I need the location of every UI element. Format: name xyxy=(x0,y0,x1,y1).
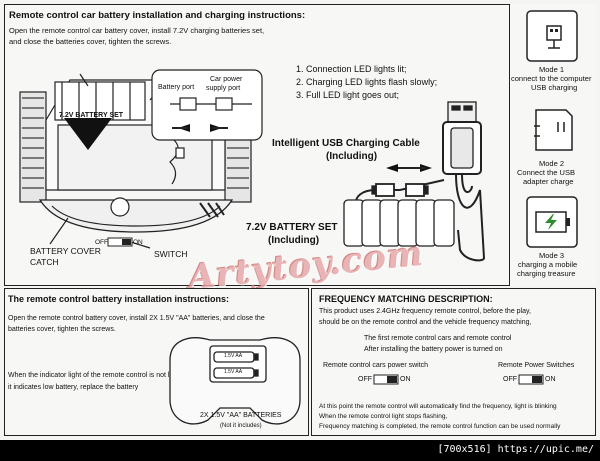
remote-switch-off: OFF xyxy=(503,376,517,383)
mode-1-line-2: connect to the computer xyxy=(511,74,592,83)
battery-cover-label-1: BATTERY COVER xyxy=(30,246,101,256)
switch-off-label: OFF xyxy=(95,239,108,246)
frequency-step-2: After installing the battery power is tu… xyxy=(364,346,503,353)
frequency-step-1: The first remote control cars and remote… xyxy=(364,335,512,342)
usb-cable-title-2: (Including) xyxy=(326,151,378,162)
led-step-1: 1. Connection LED lights lit; xyxy=(296,64,407,74)
remote-battery-title: The remote control battery installation … xyxy=(8,294,230,304)
mode-3-icon xyxy=(526,196,578,248)
remote-note-line-1: When the indicator light of the remote c… xyxy=(8,372,175,379)
remote-switch-label: Remote Power Switches xyxy=(498,362,575,369)
frequency-final-2: When the remote control light stops flas… xyxy=(319,413,448,420)
power-switches xyxy=(373,374,544,385)
car-battery-intro-1: Open the remote control car battery cove… xyxy=(9,26,265,35)
battery-port-label: Battery port xyxy=(158,84,195,91)
led-step-2: 2. Charging LED lights flash slowly; xyxy=(296,77,438,87)
mode-2-line-1: Mode 2 xyxy=(539,159,565,168)
remote-note-line-2: it indicates low battery, replace the ba… xyxy=(8,384,139,391)
car-power-port-label-1: Car power xyxy=(210,76,243,83)
remote-not-included: (Not it includes) xyxy=(220,423,262,429)
mode-1-line-3: USB charging xyxy=(531,83,578,92)
car-switch-off: OFF xyxy=(358,376,372,383)
car-battery-title: Remote control car battery installation … xyxy=(9,10,306,21)
footer-text: [700x516] https://upic.me/ xyxy=(437,444,594,455)
frequency-final-1: At this point the remote control will au… xyxy=(319,403,557,410)
car-switch-on: ON xyxy=(400,376,411,383)
usb-cable-illustration xyxy=(343,101,486,262)
led-step-3: 3. Full LED light goes out; xyxy=(296,90,400,100)
battery-set-title-1: 7.2V BATTERY SET xyxy=(246,222,338,233)
switch-label: SWITCH xyxy=(154,249,188,259)
mode-2-line-2: Connect the USB xyxy=(517,168,575,177)
remote-battery-line-2: batteries cover, tighten the screws. xyxy=(8,326,116,333)
usb-cable-title-1: Intelligent USB Charging Cable xyxy=(272,138,420,149)
frequency-panel xyxy=(311,288,596,436)
mode-1-line-1: Mode 1 xyxy=(539,65,565,74)
switch-on-label: ON xyxy=(133,239,143,246)
car-battery-intro-2: and close the batteries cover, tighten t… xyxy=(9,37,172,46)
car-power-port-label-2: supply port xyxy=(206,85,241,92)
car-switch-label: Remote control cars power switch xyxy=(323,362,429,369)
remote-cell-1-label: 1.5V AA xyxy=(224,353,243,359)
remote-batteries-label: 2X 1.5V "AA" BATTERIES xyxy=(200,412,282,419)
mode-3-line-2: charging a mobile xyxy=(518,260,578,269)
frequency-line-2: should be on the remote control and the … xyxy=(319,319,532,326)
mode-2-icon xyxy=(534,109,573,151)
frequency-title: FREQUENCY MATCHING DESCRIPTION: xyxy=(319,294,493,304)
instruction-sheet: Remote control car battery installation … xyxy=(0,0,600,440)
remote-cell-2-label: 1.5V AA xyxy=(224,369,243,375)
battery-set-small-label: 7.2V BATTERY SET xyxy=(59,112,124,119)
remote-battery-line-1: Open the remote control battery cover, i… xyxy=(8,315,265,322)
mode-1-icon xyxy=(526,10,578,62)
frequency-final-3: Frequency matching is completed, the rem… xyxy=(319,423,561,430)
battery-set-title-2: (Including) xyxy=(268,235,320,246)
remote-controller-illustration xyxy=(169,337,301,425)
battery-cover-label-2: CATCH xyxy=(30,257,59,267)
car-chassis-illustration xyxy=(19,69,263,249)
remote-switch-on: ON xyxy=(545,376,556,383)
footer-bar: [700x516] https://upic.me/ xyxy=(0,440,600,461)
frequency-line-1: This product uses 2.4GHz frequency remot… xyxy=(319,308,531,315)
mode-3-line-1: Mode 3 xyxy=(539,251,565,260)
mode-2-line-3: adapter charge xyxy=(523,177,574,186)
mode-3-line-3: charging treasure xyxy=(517,269,576,278)
